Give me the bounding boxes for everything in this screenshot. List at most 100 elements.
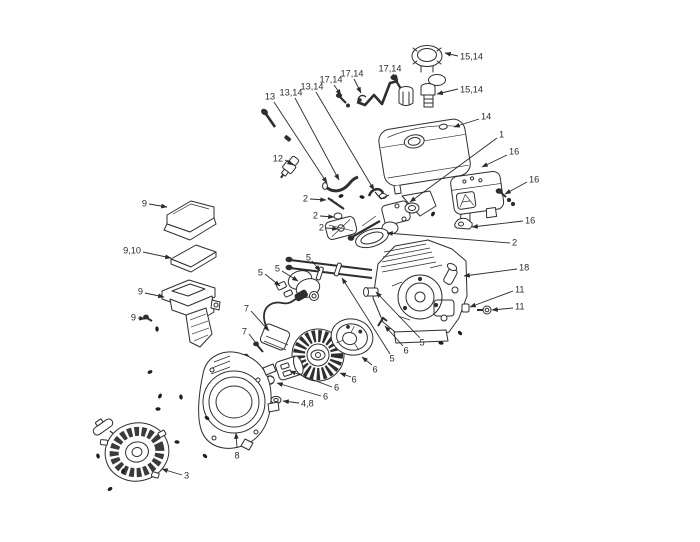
screw-dot (202, 453, 208, 459)
loose-screws (96, 194, 463, 491)
callout-line-7-36 (250, 310, 270, 332)
callout-line-5-27 (311, 260, 321, 272)
callout-line-16-12 (471, 220, 524, 229)
flywheel-part (291, 328, 345, 382)
air-filter-cover-part (163, 200, 217, 241)
callout-label-6-33: 6 (334, 382, 339, 392)
callout-line-8-39 (233, 432, 239, 449)
callout-label-1-9: 1 (499, 129, 504, 139)
screw-dot (359, 195, 365, 199)
callout-label-16-12: 16 (525, 215, 535, 225)
fuel-tank-part (378, 118, 471, 195)
callout-label-6-32: 6 (351, 374, 356, 384)
engine-block-part (363, 239, 468, 344)
air-filter-element-part (170, 244, 217, 273)
callout-line-17-14-2 (392, 73, 399, 81)
muffler-part (450, 170, 505, 224)
callout-label-12-13: 12 (273, 153, 283, 163)
callout-label-3-38: 3 (184, 470, 189, 480)
callout-line-17-14-4 (333, 84, 342, 96)
callout-line-5-29 (375, 291, 421, 339)
callout-label-16-10: 16 (509, 146, 519, 156)
callout-line-6-34 (276, 382, 322, 397)
drain-plug-part (461, 303, 470, 313)
callout-label-2-16: 2 (319, 222, 324, 232)
screw-dot (174, 440, 180, 444)
callout-line-5-25 (264, 273, 281, 287)
callout-line-2-17 (386, 231, 511, 244)
callout-line-14-8 (453, 118, 480, 128)
carb-spacer-parts (324, 197, 358, 240)
callout-line-13-14-5 (315, 91, 375, 191)
screw-dot (457, 330, 463, 336)
callout-label-17-14-2: 17,14 (379, 63, 402, 73)
muffler-bolt-part (495, 188, 516, 207)
callout-line-5-28 (341, 277, 391, 355)
fuel-shutoff-valve-part (420, 83, 436, 108)
callouts: 15,1415,1417,1417,1417,1413,1413,1413141… (123, 51, 539, 480)
callout-label-16-11: 16 (529, 174, 539, 184)
head-bolts-part (285, 256, 373, 279)
callout-label-9-10-22: 9,10 (123, 245, 141, 255)
callout-label-2-15: 2 (313, 210, 318, 220)
screw-dot (96, 453, 100, 459)
callout-line-11-20 (491, 307, 514, 312)
callout-line-6-31 (361, 356, 373, 366)
callout-label-14-8: 14 (481, 111, 491, 121)
callout-label-5-28: 5 (389, 353, 394, 363)
fuel-hose-part (322, 175, 387, 199)
callout-label-2-14: 2 (303, 193, 308, 203)
callout-label-6-31: 6 (372, 364, 377, 374)
callout-label-11-20: 11 (515, 301, 525, 311)
carb-gasket-part (355, 227, 389, 249)
callout-label-9-21: 9 (142, 198, 147, 208)
callout-line-7-37 (248, 333, 260, 348)
callout-line-15-14-1 (436, 88, 459, 95)
callout-label-5-25: 5 (258, 267, 263, 277)
screw-dot (338, 194, 344, 198)
callout-line-12-13 (284, 159, 294, 166)
callout-label-5-26: 5 (275, 263, 280, 273)
callout-label-4-8-35: 4,8 (301, 398, 314, 408)
callout-label-5-29: 5 (419, 337, 424, 347)
callout-line-4-8-35 (282, 399, 300, 405)
callout-line-9-24 (137, 315, 146, 321)
callout-label-9-24: 9 (131, 312, 136, 322)
callout-line-6-30 (384, 325, 404, 347)
callout-line-17-14-3 (353, 78, 362, 94)
recoil-starter-part (92, 418, 170, 482)
fuel-cap-part (411, 45, 446, 86)
callout-label-6-34: 6 (323, 391, 328, 401)
callout-label-11-19: 11 (515, 284, 525, 294)
callout-line-9-21 (148, 203, 168, 209)
callout-line-2-16 (325, 226, 339, 231)
callout-label-2-17: 2 (512, 237, 517, 247)
callout-line-3-38 (161, 468, 183, 476)
callout-line-9-23 (144, 292, 165, 299)
screw-dot (204, 415, 210, 421)
callout-label-6-30: 6 (403, 345, 408, 355)
screw-dot (147, 370, 153, 374)
callout-line-18-18 (463, 268, 518, 278)
screw-dot (179, 394, 183, 400)
screw-dot (431, 211, 435, 217)
callout-label-18-18: 18 (519, 262, 529, 272)
callout-line-1-9 (409, 137, 498, 203)
callout-label-13-14-5: 13,14 (301, 81, 324, 91)
callout-label-5-27: 5 (306, 252, 311, 262)
callout-line-11-19 (469, 290, 514, 308)
bolt-13-part (261, 108, 292, 142)
callout-line-2-14 (309, 197, 327, 203)
screw-dot (155, 407, 161, 411)
air-base-screw-part (143, 314, 153, 322)
pin-part (377, 316, 388, 327)
callout-label-7-36: 7 (244, 303, 249, 313)
callout-label-8-39: 8 (234, 450, 239, 460)
callout-line-15-14-0 (444, 51, 459, 57)
callout-line-13-14-6 (294, 97, 340, 181)
callout-label-7-37: 7 (242, 326, 247, 336)
callout-label-15-14-1: 15,14 (460, 84, 483, 94)
callout-line-5-26 (281, 270, 299, 282)
